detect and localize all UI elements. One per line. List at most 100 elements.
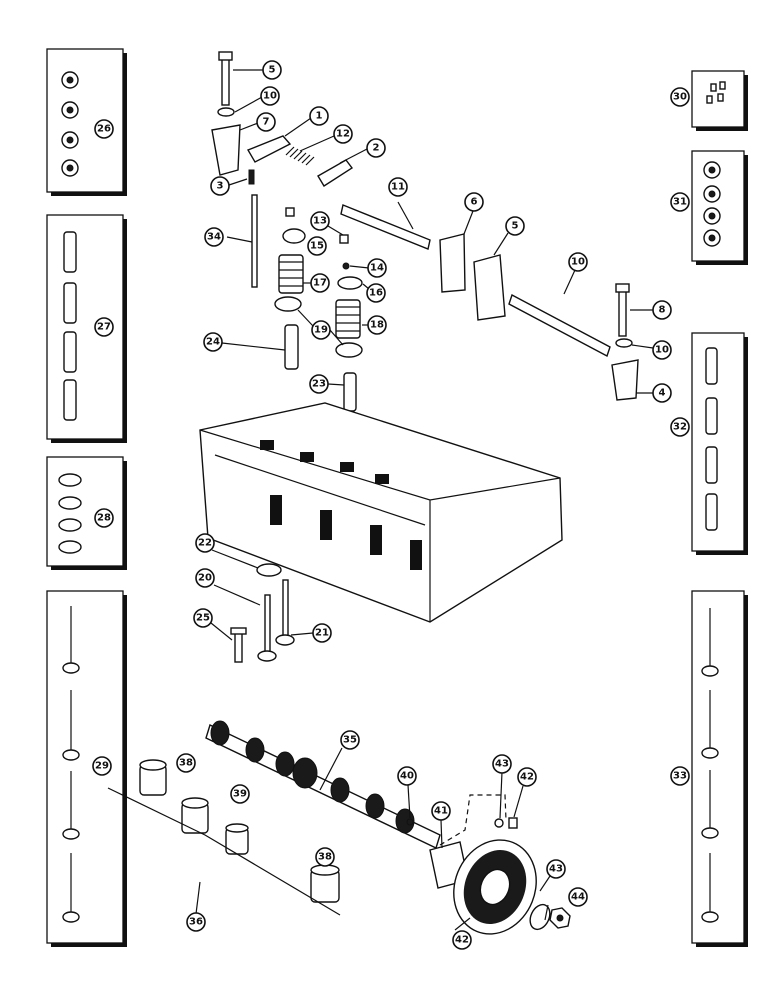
callout-15: 14 (367, 258, 387, 278)
callout-11: 10 (568, 252, 588, 272)
callout-2: 2 (366, 138, 386, 158)
callout-39: 3939 (230, 784, 250, 804)
callout-38b: 38 (315, 847, 335, 867)
svg-text:15: 15 (310, 241, 324, 252)
washer-10 (217, 107, 235, 117)
callout-34: 33 (670, 766, 690, 786)
callout-40: 4040 (397, 766, 417, 786)
valve-22 (275, 579, 295, 646)
callouts: 5 10 7 1 12 2 3 11 6 55 34 13 15 14 10 1… (92, 60, 690, 950)
svg-text:8: 8 (659, 305, 666, 316)
callout-6: 6 (464, 192, 484, 212)
valve-icons-left (62, 606, 80, 923)
callout-23: 22 (195, 533, 215, 553)
bearing-39b (225, 823, 249, 855)
bearing-39a (181, 797, 209, 834)
svg-text:33: 33 (673, 771, 687, 782)
kit-box-30 (46, 590, 127, 947)
callout-3: 3 (210, 176, 230, 196)
callout-45: 43 (546, 859, 566, 879)
svg-text:31: 31 (673, 197, 687, 208)
washer-10b (615, 338, 633, 348)
retainer-icons (703, 161, 721, 247)
spring-seat-20b (335, 342, 363, 358)
nut-46 (549, 907, 571, 929)
callout-30: 29 (92, 756, 112, 776)
head-bolt-8 (615, 283, 630, 337)
seat-insert-23 (256, 563, 282, 577)
svg-text:22: 22 (198, 538, 212, 549)
callout-13: 12 (333, 124, 353, 144)
svg-text:43: 43 (549, 864, 563, 875)
kit-box-31 (691, 70, 748, 131)
spring-seat-20a (274, 296, 302, 312)
callout-4: 4 (652, 383, 672, 403)
callout-18: 17 (310, 273, 330, 293)
keeper-icons (706, 81, 726, 104)
valve-guide-26 (230, 627, 247, 663)
hose-dash (439, 794, 507, 846)
callout-9: 5 (262, 60, 282, 80)
camshaft-36 (205, 720, 441, 849)
callout-32: 31 (670, 192, 690, 212)
callout-14: 13 (310, 211, 330, 231)
callout-43: 43 (492, 754, 512, 774)
kit-box-28 (46, 214, 127, 443)
spring-13 (285, 146, 315, 166)
keeper-14b (339, 234, 349, 244)
svg-text:38: 38 (179, 758, 193, 769)
svg-text:10: 10 (263, 91, 277, 102)
svg-text:24: 24 (206, 337, 220, 348)
head-bolt-9 (218, 51, 233, 106)
rocker-support-5 (473, 254, 506, 321)
svg-text:42: 42 (520, 772, 534, 783)
retainer-16 (282, 228, 306, 244)
svg-text:5: 5 (269, 65, 276, 76)
rocker-support-6 (439, 233, 466, 293)
keeper-14a (285, 207, 295, 217)
svg-text:17: 17 (313, 278, 327, 289)
callout-10b: 1010 (652, 340, 672, 360)
callout-1: 1 (309, 106, 329, 126)
callout-16: 15 (307, 236, 327, 256)
callout-10: 10 (260, 86, 280, 106)
callout-22: 21 (312, 623, 332, 643)
callout-17: 16 (366, 283, 386, 303)
callout-7: 7 (256, 112, 276, 132)
svg-text:18: 18 (370, 320, 384, 331)
kit-box-29 (46, 456, 127, 570)
valve-guide-24 (343, 372, 357, 412)
svg-text:4: 4 (659, 388, 666, 399)
svg-text:12: 12 (336, 129, 350, 140)
callout-41: 3941 (431, 801, 451, 821)
callout-12: 11 (388, 177, 408, 197)
bearing-38b (310, 864, 340, 903)
svg-text:27: 27 (97, 322, 111, 333)
valve-guide-icons (63, 231, 77, 421)
svg-text:7: 7 (263, 117, 270, 128)
svg-text:5: 5 (512, 221, 519, 232)
rocker-arm-1 (246, 135, 292, 163)
svg-text:2: 2 (373, 143, 380, 154)
kit-box-34 (691, 590, 748, 947)
svg-text:20: 20 (198, 573, 212, 584)
retainer-17 (337, 276, 363, 290)
svg-text:43: 43 (495, 759, 509, 770)
cylinder-head (199, 402, 563, 623)
callout-46: 44 (568, 887, 588, 907)
spring-18 (278, 254, 304, 294)
callout-27: 26 (94, 119, 114, 139)
rocker-support-7 (211, 124, 241, 176)
rocker-arm-2 (317, 159, 354, 187)
callout-35: 34 (204, 227, 224, 247)
callout-5: 55 (505, 216, 525, 236)
svg-text:29: 29 (95, 761, 109, 772)
svg-text:26: 26 (97, 124, 111, 135)
svg-text:40: 40 (400, 771, 414, 782)
spring-19 (335, 299, 361, 339)
svg-text:16: 16 (369, 288, 383, 299)
svg-text:6: 6 (471, 197, 478, 208)
callout-20: 19 (311, 320, 331, 340)
svg-text:10: 10 (571, 257, 585, 268)
